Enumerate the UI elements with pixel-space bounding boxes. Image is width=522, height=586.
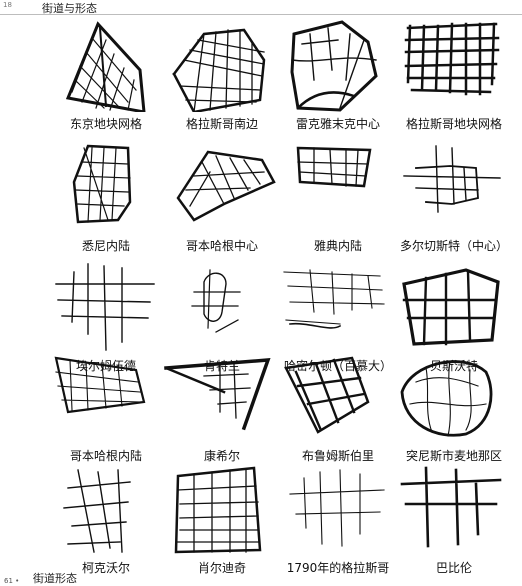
plan-tile: 康希尔 xyxy=(164,352,280,464)
plan-tile: 柯克沃尔 xyxy=(48,464,164,576)
plan-tile: 格拉斯哥地块网格 xyxy=(396,20,512,132)
plan-tile: 东京地块网格 xyxy=(48,20,164,132)
street-plan-image xyxy=(284,356,370,434)
running-title: 街道与形态 xyxy=(42,2,97,15)
footer-title: 街道形态 xyxy=(33,572,77,585)
plan-tile: 突尼斯市麦地那区 xyxy=(396,352,512,464)
street-plan-image xyxy=(191,269,241,333)
plan-tile: 肖尔迪奇 xyxy=(164,464,280,576)
plan-tile: 1790年的格拉斯哥 xyxy=(280,464,396,576)
page-number-bottom: 61 • xyxy=(4,577,20,585)
street-plan-image xyxy=(290,20,378,112)
plan-caption: 柯克沃尔 xyxy=(81,561,130,575)
plan-tile: 悉尼内陆 xyxy=(48,142,164,254)
plan-caption: 雅典内陆 xyxy=(313,239,362,253)
plan-caption: 布鲁姆斯伯里 xyxy=(301,449,374,463)
street-plan-image xyxy=(403,145,501,213)
plan-tile: 雷克雅末克中心 xyxy=(280,20,396,132)
plan-caption: 突尼斯市麦地那区 xyxy=(405,449,502,463)
plan-tile: 哥本哈根中心 xyxy=(164,142,280,254)
street-plan-image xyxy=(54,356,146,414)
street-plan-image xyxy=(400,466,502,548)
street-plan-image xyxy=(176,150,276,222)
street-plan-image xyxy=(55,263,155,351)
street-plan-image xyxy=(72,144,132,224)
plan-caption: 哈密尔顿（百慕大） xyxy=(283,359,392,373)
street-plan-image xyxy=(400,360,493,437)
street-plan-image xyxy=(296,146,372,188)
plan-tile: 雅典内陆 xyxy=(280,142,396,254)
plan-caption: 东京地块网格 xyxy=(69,117,142,131)
plan-caption: 哥本哈根中心 xyxy=(185,239,258,253)
plan-caption: 哥本哈根内陆 xyxy=(69,449,142,463)
page-footer: 61 • 街道形态 xyxy=(0,572,522,586)
plan-caption: 巴比伦 xyxy=(435,561,472,575)
plan-caption: 悉尼内陆 xyxy=(81,239,130,253)
plan-caption: 康希尔 xyxy=(203,449,240,463)
street-plan-image xyxy=(283,269,385,329)
plan-caption: 1790年的格拉斯哥 xyxy=(286,561,390,575)
street-plan-image xyxy=(402,268,500,346)
street-plan-image xyxy=(172,28,266,112)
plan-caption: 雷克雅末克中心 xyxy=(295,117,380,131)
plan-caption: 格拉斯哥地块网格 xyxy=(405,117,502,131)
street-plan-image xyxy=(164,358,271,431)
plan-tile: 多尔切斯特（中心） xyxy=(396,142,512,254)
page-header: 18 街道与形态 xyxy=(0,0,522,15)
plan-caption: 格拉斯哥南边 xyxy=(185,117,258,131)
street-plan-image xyxy=(65,21,146,112)
street-plan-grid: 东京地块网格 格拉斯哥南边 雷克雅末克中心 格拉斯哥地块网格 悉尼内陆 xyxy=(48,20,510,580)
plan-tile: 格拉斯哥南边 xyxy=(164,20,280,132)
plan-tile: 巴比伦 xyxy=(396,464,512,576)
plan-caption: 多尔切斯特（中心） xyxy=(399,239,508,253)
plan-caption: 肖尔迪奇 xyxy=(197,561,246,575)
page-number-top: 18 xyxy=(3,1,12,9)
plan-tile: 哥本哈根内陆 xyxy=(48,352,164,464)
plan-tile: 哈密尔顿（百慕大） xyxy=(280,262,396,374)
street-plan-image xyxy=(289,469,385,547)
street-plan-image xyxy=(63,469,131,553)
street-plan-image xyxy=(404,22,500,96)
street-plan-image xyxy=(174,466,262,554)
plan-tile: 布鲁姆斯伯里 xyxy=(280,352,396,464)
